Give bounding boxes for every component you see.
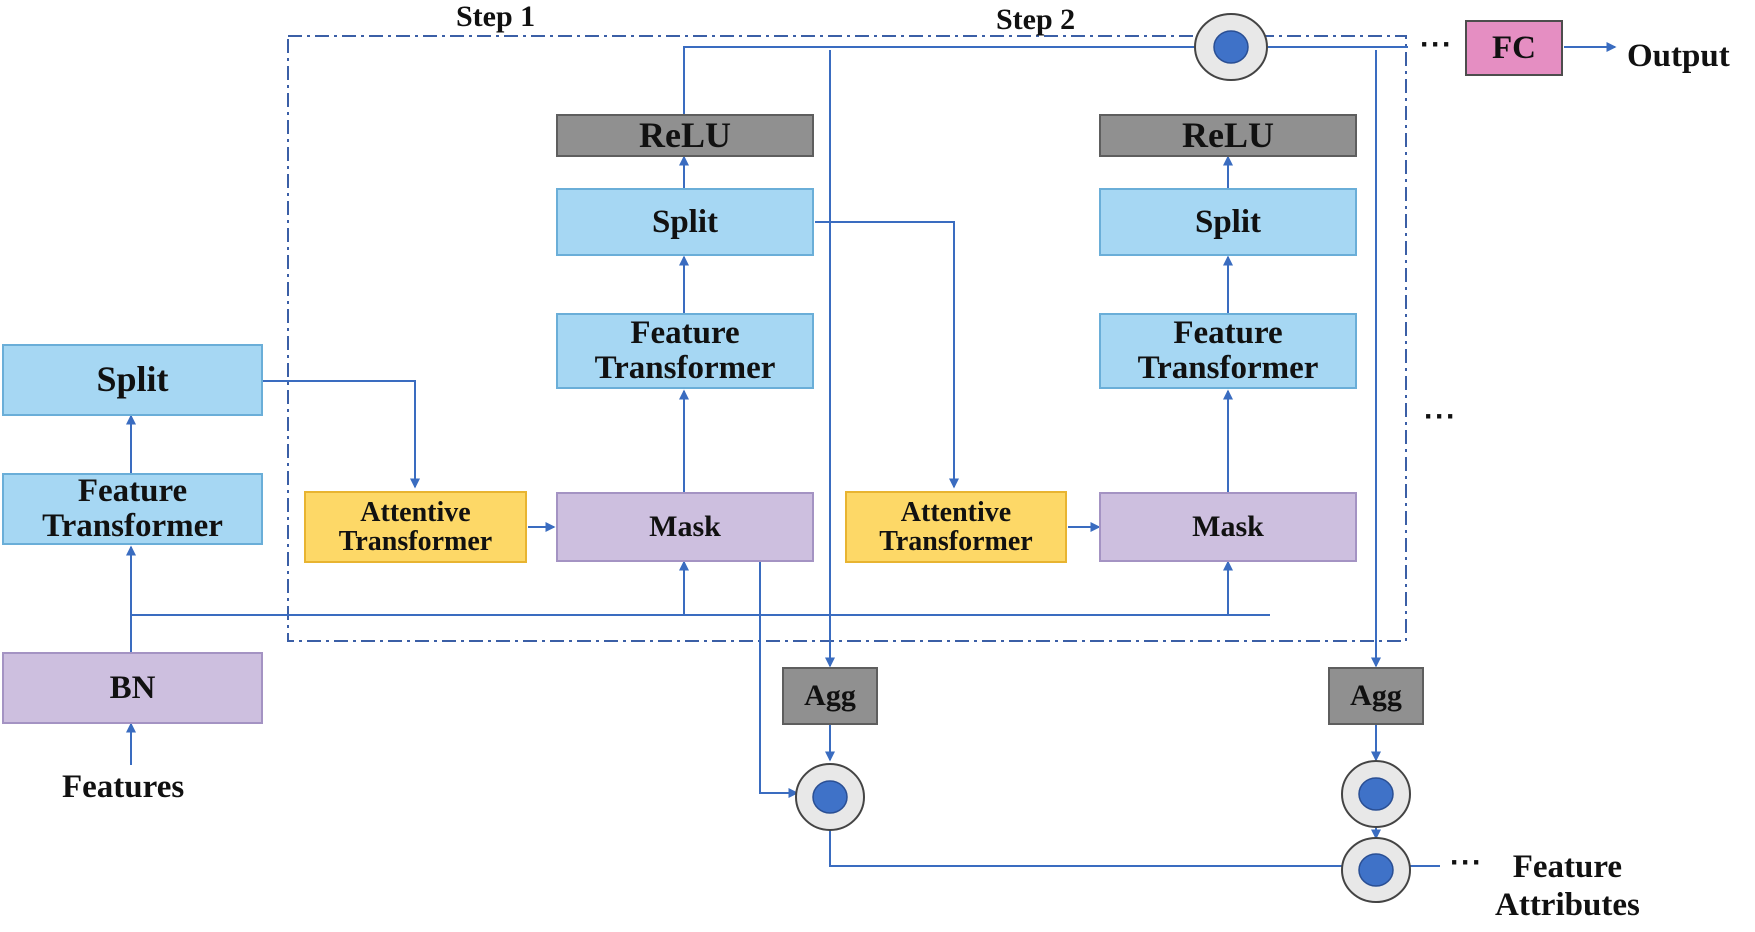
multiply-node-mask2 (1341, 760, 1411, 828)
feature-attributes-line2: Attributes (1495, 886, 1640, 923)
step1-feature-transformer-line1: Feature (630, 315, 740, 352)
bn-box: BN (2, 652, 263, 724)
multiply-node-attributes (1341, 837, 1411, 903)
step2-feature-transformer-line2: Transformer (1137, 350, 1319, 386)
ellipsis-more-steps: ··· (1424, 400, 1457, 433)
left-feature-transformer-box: Feature Transformer (2, 473, 263, 545)
features-label: Features (62, 769, 185, 805)
step1-mask-box: Mask (556, 492, 814, 562)
feature-attributes-label: Feature Attributes (1495, 849, 1640, 925)
step1-feature-transformer-line2: Transformer (594, 350, 776, 386)
step2-attentive-transformer-box: Attentive Transformer (845, 491, 1067, 563)
step1-split-box: Split (556, 188, 814, 256)
step1-heading: Step 1 (456, 0, 536, 33)
step2-feature-transformer-box: Feature Transformer (1099, 313, 1357, 389)
step2-relu-box: ReLU (1099, 114, 1357, 157)
multiply-node-mask1 (795, 763, 865, 831)
output-label: Output (1627, 38, 1730, 74)
feature-attributes-line1: Feature (1512, 849, 1623, 885)
step2-heading: Step 2 (996, 3, 1076, 36)
step-region-border (287, 35, 1407, 642)
connector-lines (126, 42, 1617, 867)
arrow-mask1-to-mult1 (759, 562, 799, 798)
step1-feature-transformer-box: Feature Transformer (556, 313, 814, 389)
step1-relu-box: ReLU (556, 114, 814, 157)
ellipsis-output-line: ··· (1420, 28, 1453, 61)
line-mult1-to-mult3 (829, 830, 1343, 867)
left-feature-transformer-line1: Feature (77, 473, 188, 510)
step1-attentive-transformer-line2: Transformer (338, 526, 493, 557)
step1-attentive-transformer-box: Attentive Transformer (304, 491, 527, 563)
step2-feature-transformer-line1: Feature (1173, 315, 1283, 352)
multiply-node-output (1194, 13, 1268, 81)
step2-attentive-transformer-line2: Transformer (879, 526, 1033, 557)
arrow-split-to-attentive1 (263, 380, 420, 489)
ellipsis-attribute-line: ··· (1450, 846, 1483, 879)
agg1-box: Agg (782, 667, 878, 725)
fc-box: FC (1465, 20, 1563, 76)
step1-attentive-transformer-line1: Attentive (360, 496, 471, 528)
step2-split-box: Split (1099, 188, 1357, 256)
arrow-split1-to-attentive2 (815, 221, 959, 489)
step2-mask-box: Mask (1099, 492, 1357, 562)
step2-attentive-transformer-line1: Attentive (900, 496, 1012, 528)
line-relu1-to-output-node (683, 46, 1195, 124)
agg2-box: Agg (1328, 667, 1424, 725)
left-split-box: Split (2, 344, 263, 416)
left-feature-transformer-line2: Transformer (42, 508, 223, 544)
